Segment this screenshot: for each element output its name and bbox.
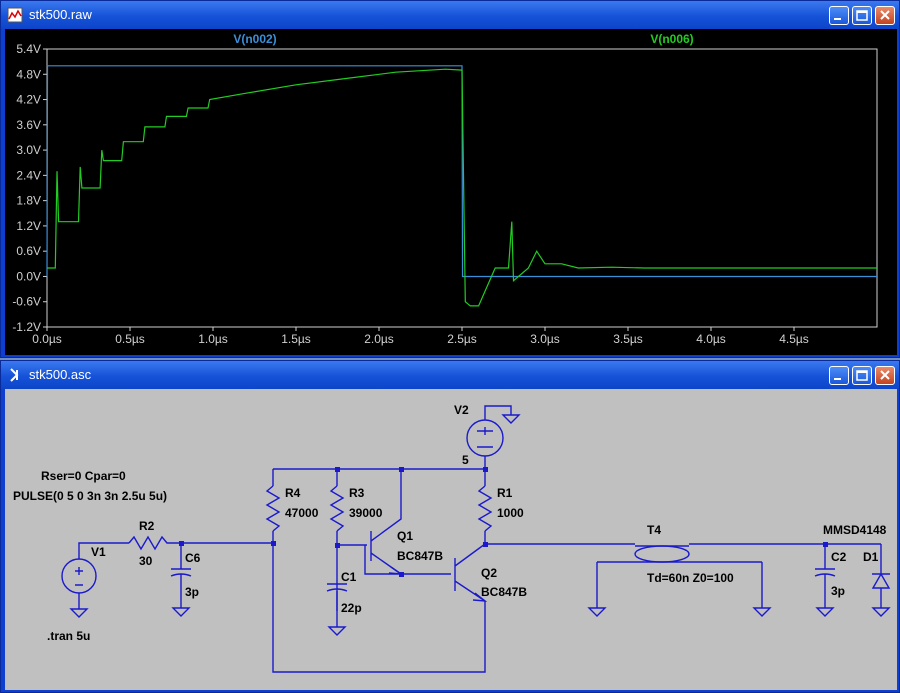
v1-pulse-value: PULSE(0 5 0 3n 3n 2.5u 5u) xyxy=(13,489,168,503)
q1-value: BC847B xyxy=(397,549,444,563)
t4-value: Td=60n Z0=100 xyxy=(647,571,734,585)
close-button[interactable] xyxy=(875,366,895,385)
r4-value: 47000 xyxy=(285,506,319,520)
d1-diode[interactable] xyxy=(871,544,891,617)
maximize-button[interactable] xyxy=(852,6,872,25)
x-tick-label: 1.5µs xyxy=(281,332,311,346)
v1-label: V1 xyxy=(91,545,106,559)
waveform-plot-area[interactable]: 5.4V 4.8V 4.2V 3.6V 3.0V 2.4V 1.8V 1.2V 0.6V 0.0V… xyxy=(5,29,897,355)
v2-value: 5 xyxy=(462,453,469,467)
d1-label: D1 xyxy=(863,550,879,564)
r2-value: 30 xyxy=(139,554,153,568)
schematic-canvas[interactable]: V2 5 Rser=0 Cpar=0 PULSE(0 5 0 3n 3n 2.5… xyxy=(5,389,897,690)
minimize-button[interactable] xyxy=(829,6,849,25)
schematic-titlebar[interactable]: stk500.asc xyxy=(1,361,899,389)
maximize-button[interactable] xyxy=(852,366,872,385)
t4-label: T4 xyxy=(647,523,662,537)
c6-label: C6 xyxy=(185,551,201,565)
q2-value: BC847B xyxy=(481,585,528,599)
waveform-app-icon xyxy=(7,7,23,23)
x-tick-label: 0.0µs xyxy=(32,332,62,346)
q2-label: Q2 xyxy=(481,566,498,580)
schematic-window: stk500.asc xyxy=(0,360,900,693)
r3-value: 39000 xyxy=(349,506,383,520)
series-line-v-n002-[interactable] xyxy=(46,65,877,278)
trace-label-v-n002[interactable]: V(n002) xyxy=(233,32,276,46)
schematic-drawing[interactable] xyxy=(5,389,897,690)
y-tick-label: 0.0V xyxy=(16,269,41,283)
x-tick-label: 0.5µs xyxy=(115,332,145,346)
y-tick-label: 4.8V xyxy=(16,67,41,81)
tran-directive: .tran 5u xyxy=(47,629,91,643)
v1-rser-directive: Rser=0 Cpar=0 xyxy=(41,469,126,483)
y-tick-label: 3.0V xyxy=(16,143,41,157)
x-tick-label: 1.0µs xyxy=(198,332,228,346)
c1-value: 22p xyxy=(341,601,362,615)
y-tick-label: 3.6V xyxy=(16,118,41,132)
x-tick-label: 3.5µs xyxy=(613,332,643,346)
r2-label: R2 xyxy=(139,519,155,533)
x-tick-label: 3.0µs xyxy=(530,332,560,346)
c6-capacitor[interactable] xyxy=(170,543,192,617)
t4-transmission-line[interactable] xyxy=(587,545,772,617)
q1-transistor[interactable] xyxy=(337,469,404,575)
c2-label: C2 xyxy=(831,550,847,564)
waveform-plot[interactable]: 5.4V 4.8V 4.2V 3.6V 3.0V 2.4V 1.8V 1.2V 0.6V 0.0V… xyxy=(5,29,897,355)
y-tick-label: -1.2V xyxy=(12,320,41,334)
series-line-v-n006-[interactable] xyxy=(47,68,877,307)
waveform-titlebar[interactable]: stk500.raw xyxy=(1,1,899,29)
c1-label: C1 xyxy=(341,570,357,584)
x-tick-label: 4.0µs xyxy=(696,332,726,346)
c2-capacitor[interactable] xyxy=(814,544,836,617)
y-tick-label: 5.4V xyxy=(16,42,41,56)
r1-value: 1000 xyxy=(497,506,524,520)
y-tick-label: 0.6V xyxy=(16,244,41,258)
y-tick-label: -0.6V xyxy=(12,295,41,309)
close-button[interactable] xyxy=(875,6,895,25)
r1-resistor[interactable] xyxy=(477,485,493,532)
r1-label: R1 xyxy=(497,486,513,500)
v2-source[interactable] xyxy=(466,405,521,457)
waveform-window-title: stk500.raw xyxy=(29,7,92,22)
r3-resistor[interactable] xyxy=(329,485,345,532)
d1-model: MMSD4148 xyxy=(823,523,887,537)
x-tick-label: 2.0µs xyxy=(364,332,394,346)
schematic-window-title: stk500.asc xyxy=(29,367,92,382)
c6-value: 3p xyxy=(185,585,200,599)
x-tick-label: 4.5µs xyxy=(779,332,809,346)
schematic-app-icon xyxy=(10,368,19,382)
v2-label: V2 xyxy=(454,403,469,417)
r2-resistor[interactable] xyxy=(128,535,273,551)
c1-capacitor[interactable] xyxy=(326,583,348,636)
y-tick-label: 1.8V xyxy=(16,194,41,208)
y-tick-label: 1.2V xyxy=(16,219,41,233)
y-tick-label: 2.4V xyxy=(16,168,41,182)
trace-label-v-n006[interactable]: V(n006) xyxy=(650,32,693,46)
x-tick-label: 2.5µs xyxy=(447,332,477,346)
q2-transistor[interactable] xyxy=(401,543,488,602)
q1-label: Q1 xyxy=(397,529,414,543)
minimize-button[interactable] xyxy=(829,366,849,385)
y-tick-label: 4.2V xyxy=(16,93,41,107)
r4-resistor[interactable] xyxy=(265,485,281,532)
c2-value: 3p xyxy=(831,584,846,598)
r3-label: R3 xyxy=(349,486,365,500)
r4-label: R4 xyxy=(285,486,301,500)
waveform-window: stk500.raw 5.4V 4.8V 4.2V 3.6V 3.0V 2.4V 1.8V 1… xyxy=(0,0,900,358)
v1-source[interactable] xyxy=(61,542,129,618)
